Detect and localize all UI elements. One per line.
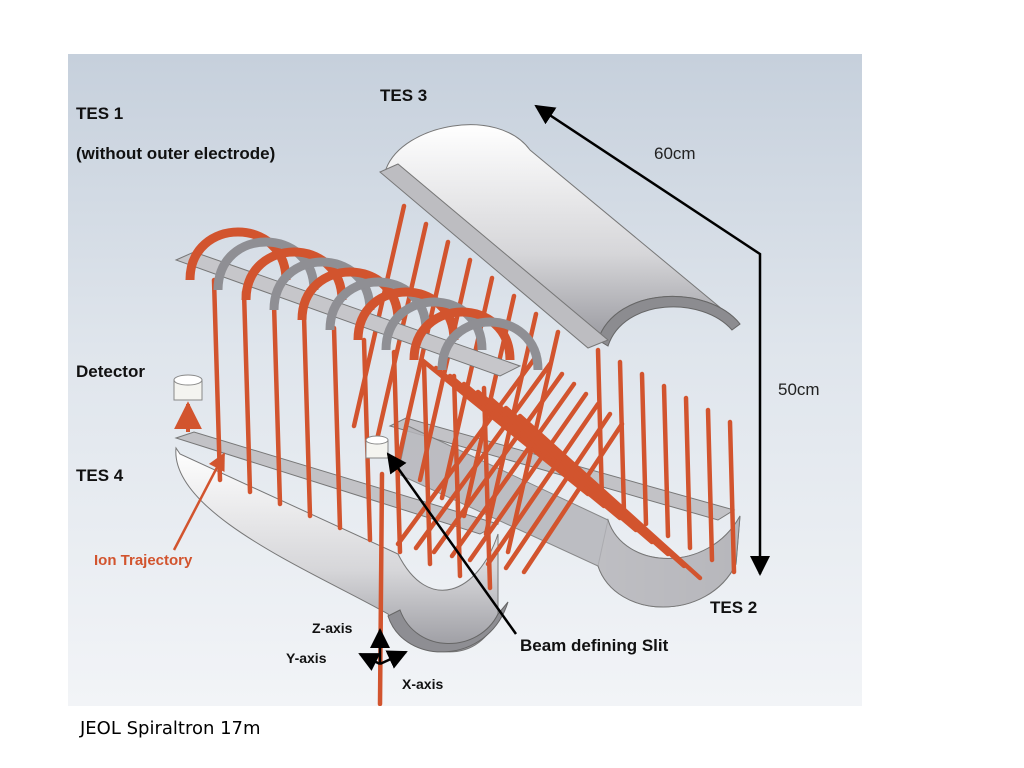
- beam-slit-pointer: [386, 452, 518, 635]
- tes1-ring-segment: [213, 237, 319, 291]
- x-axis-label: X-axis: [402, 676, 444, 692]
- tes1-ring-segment: [269, 257, 375, 311]
- ion-trajectory-pointer: [172, 452, 226, 551]
- tes1-note: (without outer electrode): [76, 144, 276, 163]
- tes1-ring-segment: [353, 287, 459, 341]
- beam-slit-icon: [365, 435, 389, 459]
- tes1-ring-segment: [241, 247, 347, 301]
- detector-icon: [173, 374, 203, 401]
- ion-trajectory-segment: [271, 301, 283, 507]
- ion-trajectory-segment: [351, 203, 407, 429]
- detector-label: Detector: [76, 362, 145, 381]
- tes1-ring-segment: [409, 307, 515, 361]
- ion-trajectory-segment: [211, 277, 223, 483]
- tes3-label: TES 3: [380, 86, 428, 105]
- electrode-drawing: [172, 104, 770, 706]
- ion-trajectory-segment: [331, 325, 343, 531]
- tes1-ring-segment: [297, 267, 403, 321]
- y-axis-label: Y-axis: [286, 650, 327, 666]
- tes1-ring-segment: [381, 297, 487, 351]
- ion-trajectory-segment: [683, 395, 693, 551]
- z-axis-label: Z-axis: [312, 620, 353, 636]
- ion-trajectory-segment: [301, 313, 313, 519]
- ion-trajectory-segment: [395, 239, 451, 465]
- ion-trajectory-segment: [413, 361, 553, 551]
- tes1-electrode: [174, 227, 543, 377]
- tes1-ring-segment: [437, 317, 543, 371]
- ion-trajectory-segment: [241, 289, 253, 495]
- axis-triad: [358, 628, 408, 671]
- dimension-50-label: 50cm: [778, 380, 820, 399]
- ion-trajectory-segment: [639, 371, 649, 527]
- tes1-label: TES 1: [76, 104, 124, 123]
- tes1-ring-segment: [325, 277, 431, 331]
- tes1-ring-segment: [185, 227, 291, 281]
- figure-caption: JEOL Spiraltron 17m: [80, 718, 261, 739]
- spiraltron-diagram: TES 1 (without outer electrode) TES 3 60…: [68, 54, 862, 706]
- ion-trajectory-segment: [391, 349, 403, 555]
- ion-trajectory-segment: [705, 407, 715, 563]
- ion-trajectory-segment: [661, 383, 671, 539]
- dimension-arrows: [534, 104, 770, 576]
- ion-trajectory-segment: [377, 471, 385, 706]
- ion-trajectory-label: Ion Trajectory: [94, 552, 193, 569]
- beam-slit-label: Beam defining Slit: [520, 636, 669, 655]
- tes2-label: TES 2: [710, 598, 758, 617]
- dimension-60-label: 60cm: [654, 144, 696, 163]
- ion-trajectory-segment: [395, 351, 541, 547]
- tes4-label: TES 4: [76, 466, 124, 485]
